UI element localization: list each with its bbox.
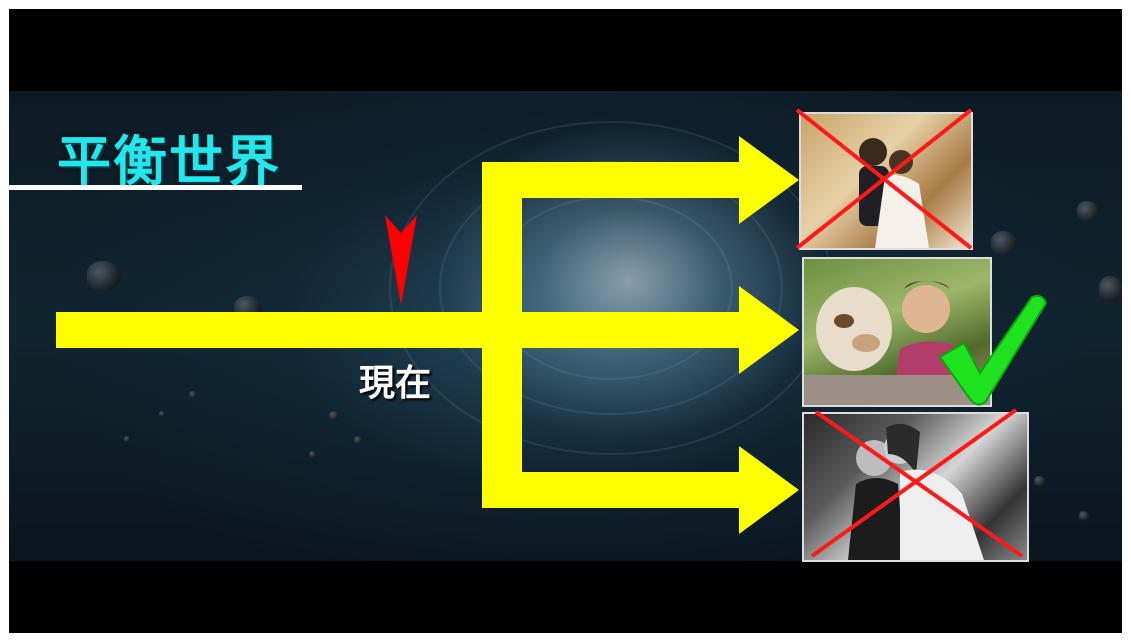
asteroid bbox=[354, 436, 362, 444]
present-marker bbox=[385, 215, 417, 305]
asteroid bbox=[1079, 511, 1089, 521]
lower-arrowhead bbox=[739, 446, 799, 534]
asteroid bbox=[991, 231, 1017, 255]
lower-branch-bar bbox=[482, 472, 742, 508]
asteroid bbox=[189, 391, 197, 398]
title: 平衡世界 bbox=[57, 130, 281, 193]
middle-arrowhead bbox=[739, 286, 799, 374]
timeline-bar bbox=[56, 312, 756, 348]
video-frame: 平衡世界 現在 bbox=[9, 9, 1122, 633]
title-underline bbox=[9, 185, 302, 190]
asteroid bbox=[1077, 201, 1099, 221]
asteroid bbox=[1099, 276, 1122, 302]
asteroid bbox=[87, 261, 121, 291]
asteroid bbox=[159, 411, 165, 417]
cross-icon bbox=[795, 108, 973, 250]
asteroid bbox=[1034, 476, 1046, 486]
man-and-dog-figures bbox=[804, 281, 990, 405]
branch-bar bbox=[482, 162, 522, 508]
present-label: 現在 bbox=[359, 363, 432, 404]
checkmark-icon bbox=[938, 294, 1048, 406]
asteroid bbox=[124, 436, 130, 442]
man-with-dog-photo bbox=[802, 257, 992, 407]
upper-branch-bar bbox=[482, 162, 742, 198]
upper-arrowhead bbox=[739, 136, 799, 224]
asteroid bbox=[329, 411, 339, 420]
timeline-diagram bbox=[56, 136, 799, 534]
asteroid bbox=[309, 451, 316, 458]
cross-icon bbox=[810, 408, 1024, 558]
